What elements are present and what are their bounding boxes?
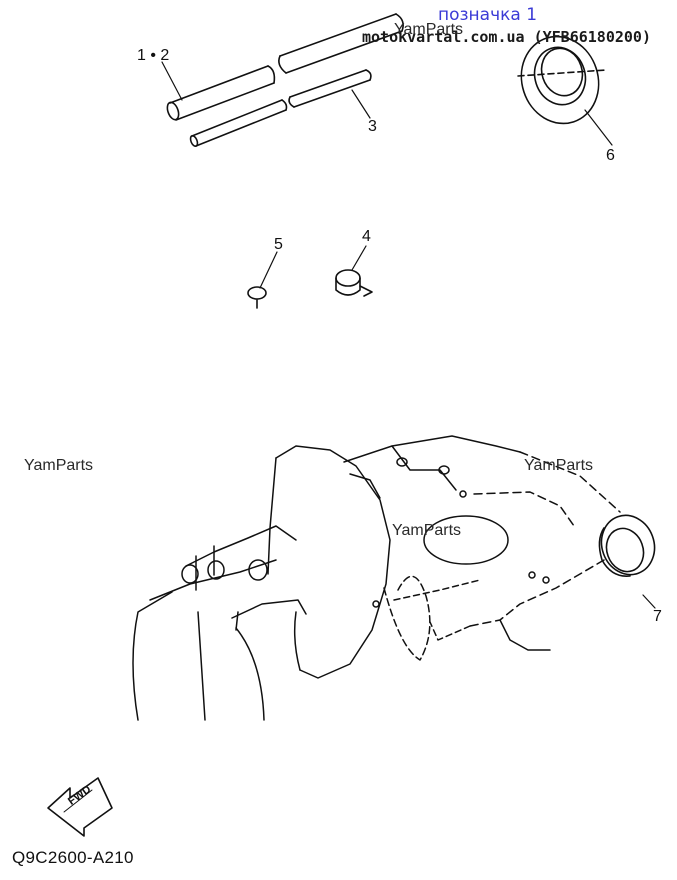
leader-lines xyxy=(161,61,656,609)
watermark-top: YamParts xyxy=(394,21,464,38)
watermark-center: YamParts xyxy=(392,522,462,539)
site-url-label: motokvartal.com.ua (YFB66180200) xyxy=(362,28,651,46)
callout-3: 3 xyxy=(368,118,377,135)
clip-part-5 xyxy=(247,286,267,309)
callout-5: 5 xyxy=(274,236,283,253)
clamp-part-4 xyxy=(335,269,373,297)
tube-part-3 xyxy=(189,69,372,148)
hose-part-1-2 xyxy=(166,13,404,121)
seal-part-7 xyxy=(598,514,656,577)
callout-6: 6 xyxy=(606,147,615,164)
engine-housing xyxy=(132,435,621,721)
fwd-arrow-icon xyxy=(47,777,113,837)
callout-4: 4 xyxy=(362,228,371,245)
watermark-left: YamParts xyxy=(24,457,94,474)
callout-7: 7 xyxy=(653,608,662,625)
watermark-right: YamParts xyxy=(524,457,594,474)
diagram-code: Q9C2600-A210 xyxy=(12,848,134,867)
callout-1-2: 1 • 2 xyxy=(137,47,170,64)
marker-label: позначка 1 xyxy=(438,5,538,25)
oil-seal-part-6 xyxy=(517,35,607,125)
